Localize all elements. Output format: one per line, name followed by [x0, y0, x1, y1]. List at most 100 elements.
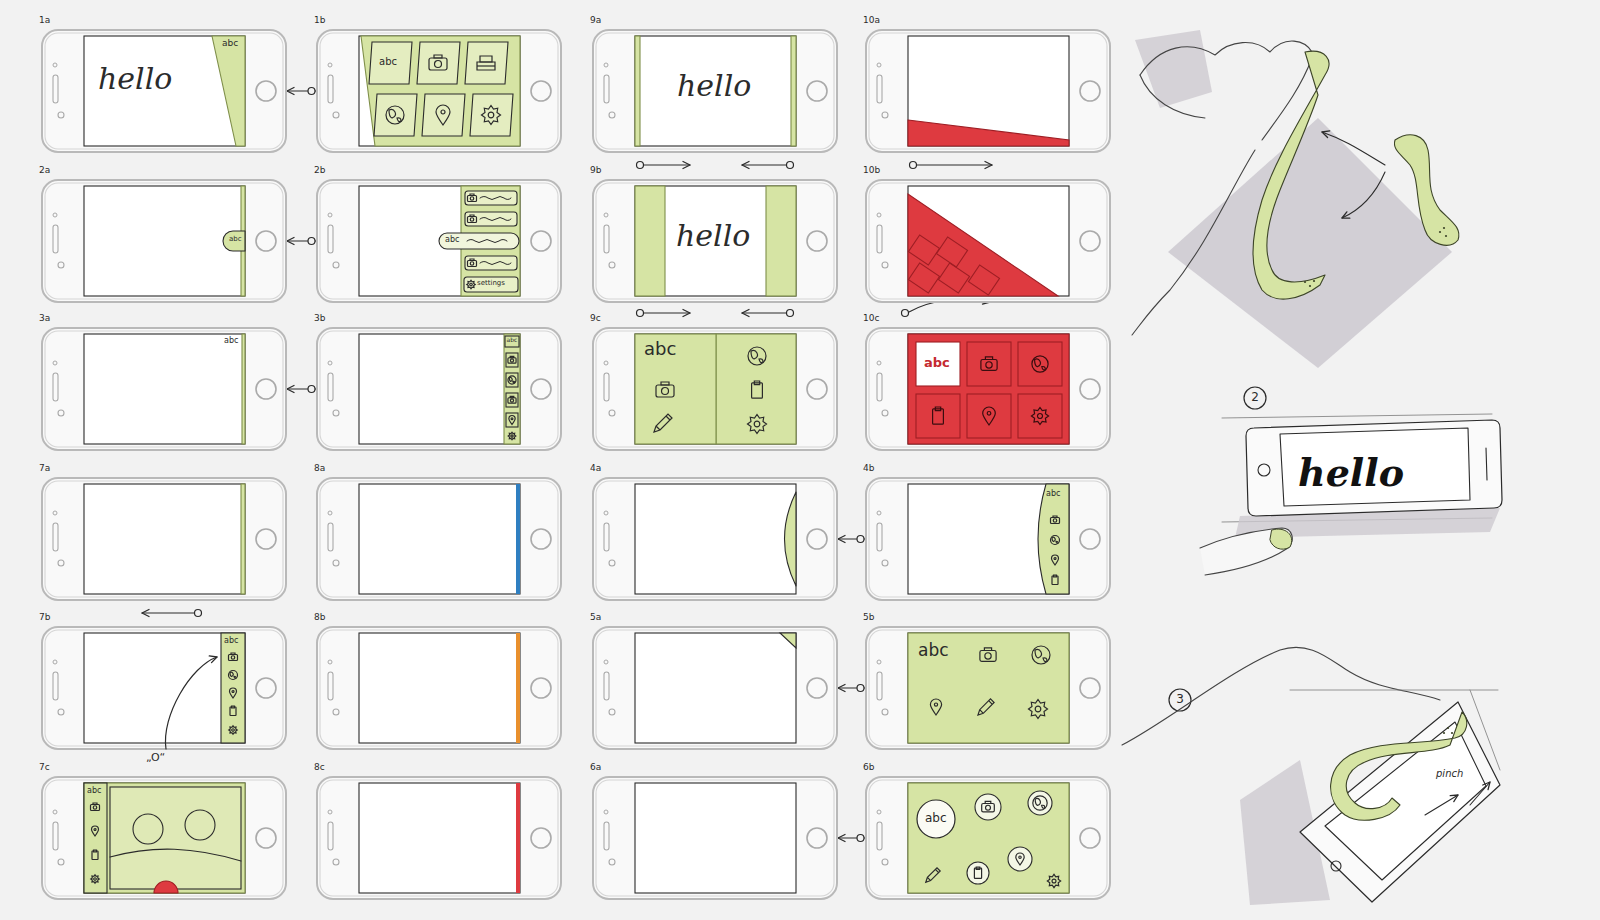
selected-tile [916, 342, 960, 386]
globe-icon [229, 671, 238, 680]
swipe-connector [287, 386, 316, 393]
touch-point [308, 238, 315, 245]
phone-screen [359, 36, 520, 146]
swipe-gesture [742, 310, 794, 317]
gear-outline [1029, 700, 1048, 719]
pin-outline [1052, 555, 1059, 565]
sensor-dot [328, 63, 332, 67]
camera-top [985, 801, 991, 803]
gear-outline [467, 280, 476, 289]
phone-sketch: 9ahello [592, 29, 838, 153]
icon-box [506, 413, 518, 427]
clipboard-icon [752, 381, 763, 398]
camera-icon [508, 396, 516, 403]
pencil-outline [926, 868, 940, 882]
icon-bar [221, 633, 245, 743]
globe-outline [1032, 356, 1048, 372]
home-button [807, 678, 827, 698]
phone-screen [359, 633, 520, 743]
scribble [480, 218, 511, 221]
speaker-slot [328, 672, 333, 700]
pin-dot [441, 110, 445, 114]
arrow-head [683, 310, 690, 317]
arrow-head [838, 835, 845, 842]
pointer-arrow [1342, 172, 1385, 218]
speaker-slot [53, 373, 58, 401]
side-panel [766, 186, 796, 296]
ui-text: abc [445, 236, 459, 245]
sensor-dot [882, 410, 888, 416]
gear-outline [91, 875, 100, 884]
phone-body [317, 328, 561, 450]
annotation: hello [1298, 452, 1404, 494]
sensor-dot [882, 560, 888, 566]
camera-lens [986, 362, 992, 368]
gear-icon [482, 106, 501, 125]
home-button [1080, 678, 1100, 698]
peeled-strip [1331, 712, 1467, 820]
phone-rim [596, 481, 834, 597]
blue-strip [516, 484, 520, 594]
menu-tile [470, 94, 513, 136]
menu-panel [908, 783, 1069, 893]
screen-label: 6a [590, 763, 601, 773]
red-tile [967, 394, 1011, 438]
sensor-dot [53, 213, 57, 217]
clipboard-clip [94, 850, 97, 852]
camera-body [508, 358, 516, 363]
phone-rim [320, 33, 558, 149]
photo-shape [185, 810, 215, 840]
phone-rim [320, 780, 558, 896]
speaker-slot [328, 822, 333, 850]
phone-body [1300, 702, 1500, 902]
arrow-head [838, 536, 845, 543]
pull-tab [223, 231, 245, 251]
pin-dot [1054, 558, 1056, 560]
phone-sketch: 6babc [865, 776, 1111, 900]
screen-content [908, 633, 1069, 743]
swipe-gesture [637, 310, 691, 317]
clipboard-clip [1054, 575, 1057, 577]
phone-sketch: 1ahelloabc [41, 29, 287, 153]
camera-top [231, 653, 235, 655]
touch-point [195, 610, 202, 617]
callout-number: 2 [1245, 391, 1265, 404]
phone-body [1246, 420, 1502, 516]
camera-body [508, 398, 516, 403]
speaker-slot [877, 672, 882, 700]
speaker-slot [604, 373, 609, 401]
speaker-slot [1486, 448, 1487, 480]
sensor-dot [328, 511, 332, 515]
camera-icon [982, 801, 995, 812]
texture-dot [1304, 281, 1306, 283]
phone-screen [908, 484, 1069, 594]
phone-body [866, 30, 1110, 152]
stack-line [477, 65, 495, 66]
scribble [480, 262, 511, 265]
phone-outline [41, 776, 287, 900]
screen-content [361, 36, 520, 146]
pin-outline [1016, 853, 1024, 865]
arrow-head [287, 88, 294, 95]
touch-point [308, 386, 315, 393]
gear-hub [488, 112, 494, 118]
red-tile [968, 265, 999, 295]
element-shape [84, 783, 107, 893]
corner-flap [780, 633, 796, 648]
icon-circle [967, 862, 989, 884]
gear-icon [91, 875, 100, 884]
home-button [807, 828, 827, 848]
screen-content [516, 783, 520, 893]
arrow-head [683, 162, 690, 169]
clipboard-icon [230, 706, 236, 716]
touch-point [637, 310, 644, 317]
sensor-dot [604, 361, 608, 365]
sensor-dot [877, 810, 881, 814]
camera-top [510, 396, 514, 397]
sensor-dot [58, 560, 64, 566]
gesture-arrow [165, 657, 217, 749]
sensor-dot [328, 361, 332, 365]
speaker-slot [877, 822, 882, 850]
clipboard-icon [92, 850, 98, 860]
